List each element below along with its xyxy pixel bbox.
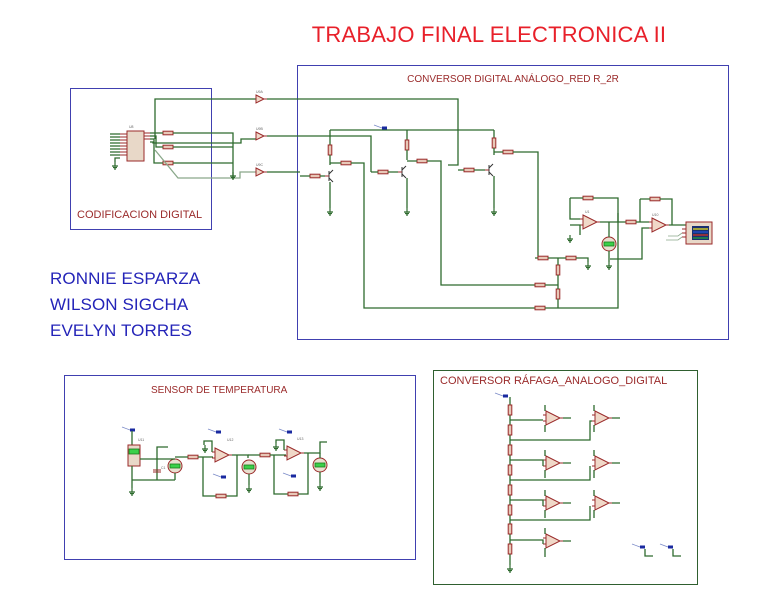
sensor-temperatura-frame: SENSOR DE TEMPERATURA [64, 375, 416, 560]
page-title: TRABAJO FINAL ELECTRONICA II [311, 22, 667, 47]
encoder-chip: U8 [110, 125, 150, 170]
rafaga-ladder [494, 392, 514, 573]
author-name: EVELYN TORRES [50, 321, 193, 340]
opamp-u10: U10 [610, 196, 686, 260]
conversor-dac-frame: CONVERSOR DIGITAL ANÁLOGO_RED R_2R [297, 65, 729, 340]
rafaga-comparators [510, 405, 681, 557]
dac-transistor-stage [300, 124, 539, 309]
opamp-u12-stage: U12 [175, 428, 257, 499]
svg-text:U13: U13 [297, 437, 303, 441]
author-name: RONNIE ESPARZA [50, 269, 201, 288]
conversor-dac-label: CONVERSOR DIGITAL ANÁLOGO_RED R_2R [407, 74, 619, 85]
buffer-u9a: U9A [255, 90, 268, 104]
encoder-resistors [162, 130, 174, 166]
opamp-u13-stage: U13 [248, 428, 328, 497]
oscilloscope-icon [666, 221, 713, 245]
svg-text:C1: C1 [161, 466, 166, 470]
authors-list: RONNIE ESPARZA WILSON SIGCHA EVELYN TORR… [50, 266, 200, 344]
svg-text:U9B: U9B [256, 127, 263, 131]
conversor-rafaga-frame: CONVERSOR RÁFAGA_ANALOGO_DIGITAL [433, 370, 698, 585]
svg-text:U9C: U9C [256, 163, 263, 167]
opamp-u1: U1 [566, 195, 626, 243]
svg-text:U10: U10 [652, 213, 658, 217]
conversor-rafaga-label: CONVERSOR RÁFAGA_ANALOGO_DIGITAL [440, 375, 668, 387]
svg-text:U8: U8 [129, 125, 134, 129]
svg-text:U9A: U9A [256, 90, 263, 94]
svg-text:U11: U11 [138, 438, 144, 442]
buffer-u9c: U9C [255, 163, 268, 177]
svg-text:U12: U12 [227, 438, 233, 442]
codificacion-digital-label: CODIFICACION DIGITAL [77, 209, 203, 221]
svg-text:U1: U1 [585, 210, 590, 214]
voltmeter-dac [601, 222, 617, 270]
temperature-sensor-u11: U11 C1 [121, 426, 183, 496]
r2r-ladder [534, 213, 619, 311]
buffer-u9b: U9B [255, 127, 268, 141]
author-name: WILSON SIGCHA [50, 295, 189, 314]
sensor-temperatura-label: SENSOR DE TEMPERATURA [151, 385, 288, 396]
codificacion-digital-frame: CODIFICACION DIGITAL [70, 88, 212, 230]
